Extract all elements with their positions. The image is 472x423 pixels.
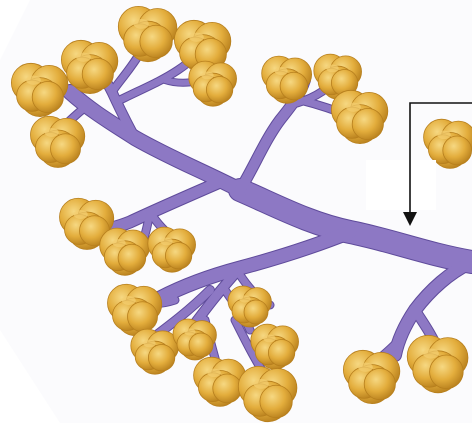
acinus-highlight xyxy=(74,210,88,219)
acinus-lobe xyxy=(260,385,292,417)
acinus-highlight xyxy=(160,237,172,245)
acinus-lobe xyxy=(82,59,113,90)
acinus-highlight xyxy=(239,295,250,302)
acinus-lobe xyxy=(213,374,242,403)
acinus-highlight xyxy=(45,128,59,137)
acinus-lobe xyxy=(51,134,81,164)
acinus-highlight xyxy=(358,363,373,372)
acinus-lobe xyxy=(165,243,191,269)
acinus-lobe xyxy=(128,302,158,332)
acinus-lobe xyxy=(244,300,268,324)
acinus-highlight xyxy=(437,130,450,139)
acinus-highlight xyxy=(184,328,195,335)
acinus-highlight xyxy=(26,76,41,85)
acinus-highlight xyxy=(326,64,338,72)
acinus-highlight xyxy=(143,339,155,347)
acinus-lobe xyxy=(118,244,146,272)
acinus-lobe xyxy=(443,136,472,165)
acinus-lobe xyxy=(140,25,172,57)
acinus-highlight xyxy=(134,19,149,29)
acinus-lobe xyxy=(364,369,395,400)
acinus-highlight xyxy=(275,67,288,75)
acinus-lobe xyxy=(352,109,383,140)
acinus-lobe xyxy=(280,72,308,100)
acinus-highlight xyxy=(346,103,361,112)
acinus-highlight xyxy=(113,239,126,247)
acinus-highlight xyxy=(122,296,136,305)
acinus-highlight xyxy=(201,71,213,79)
acinus-highlight xyxy=(423,349,439,359)
acinus-lobe xyxy=(32,82,63,113)
acinus-highlight xyxy=(207,368,220,377)
acinus-highlight xyxy=(254,379,269,389)
acinus-lobe xyxy=(148,345,174,371)
acinus-highlight xyxy=(263,334,275,342)
acinus-lobe xyxy=(189,333,213,357)
acinus-lobe xyxy=(430,355,464,389)
acinus-highlight xyxy=(76,53,91,62)
acinus-highlight xyxy=(189,33,204,42)
acinus-lobe xyxy=(268,340,294,366)
acinus-lobe xyxy=(206,77,232,103)
label-box xyxy=(366,160,436,210)
